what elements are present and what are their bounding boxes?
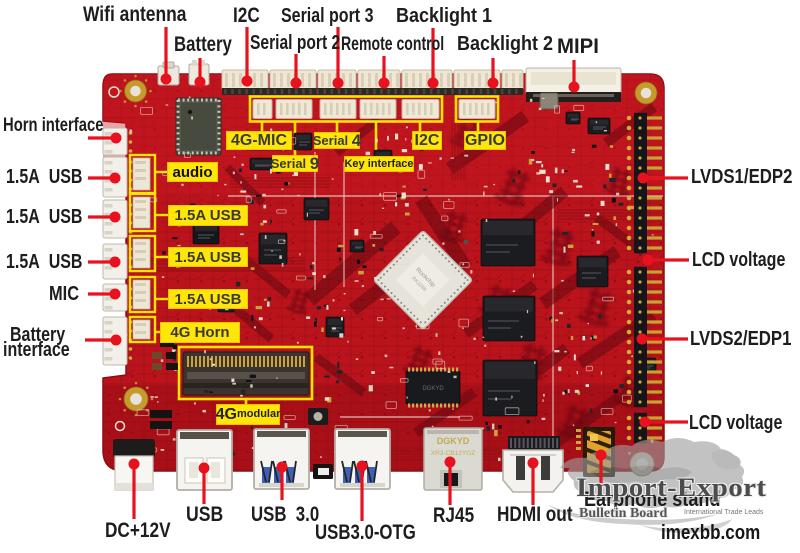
svg-text:DGKYD: DGKYD xyxy=(437,436,470,446)
svg-text:DGKYD: DGKYD xyxy=(422,386,444,392)
svg-text:XR3-CB12YGZ: XR3-CB12YGZ xyxy=(431,450,475,457)
